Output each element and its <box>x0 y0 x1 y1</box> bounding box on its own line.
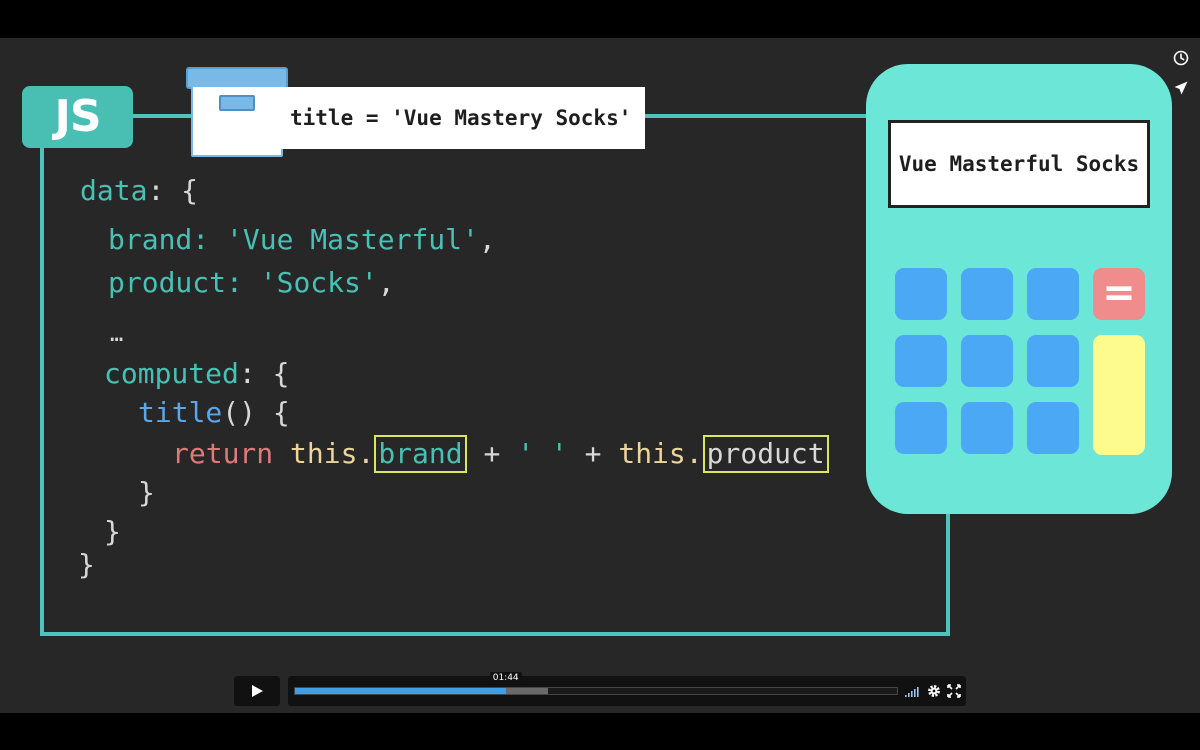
video-stage[interactable]: JS title = 'Vue Mastery Socks' data: { b… <box>0 38 1200 713</box>
watch-later-button[interactable] <box>1169 46 1193 70</box>
code-token: 'Vue Masterful' <box>226 223 479 256</box>
calculator-tall-key <box>1093 335 1145 455</box>
box-body <box>191 85 283 157</box>
calculator-key <box>1027 335 1079 387</box>
code-token: + <box>466 437 518 470</box>
play-button[interactable] <box>234 676 280 706</box>
calculator-key <box>1027 268 1079 320</box>
calculator-key <box>961 402 1013 454</box>
storage-box-icon <box>186 67 288 159</box>
js-badge: JS <box>22 86 133 148</box>
code-line-ellipsis: … <box>110 322 124 347</box>
code-token: , <box>377 266 395 299</box>
calculator-key <box>961 335 1013 387</box>
progress-played <box>295 688 506 694</box>
data-value-label: title = 'Vue Mastery Socks' <box>279 87 645 149</box>
code-token: computed <box>104 357 239 390</box>
code-token: brand <box>108 223 193 256</box>
code-line-computed: computed: { <box>104 357 289 391</box>
equals-key: = <box>1093 268 1145 320</box>
video-player-controls: 01:44 <box>234 672 966 706</box>
code-line-brand: brand: 'Vue Masterful', <box>108 223 496 257</box>
code-token: : { <box>238 357 290 390</box>
code-line-close-computed: } <box>104 515 121 548</box>
code-line-product: product: 'Socks', <box>108 266 395 300</box>
calculator-key <box>895 335 947 387</box>
code-line-close-fn: } <box>138 476 155 509</box>
progress-bar[interactable]: 01:44 <box>294 672 898 695</box>
settings-gear-icon[interactable] <box>926 683 942 699</box>
product-highlight-box: product <box>702 435 829 473</box>
code-token: , <box>478 223 496 256</box>
code-line-title-fn: title() { <box>138 396 290 430</box>
code-line-data: data: { <box>80 174 198 208</box>
code-token: this. <box>290 437 375 470</box>
code-token: this. <box>618 437 703 470</box>
code-token: 'Socks' <box>259 266 378 299</box>
box-handle <box>219 95 255 111</box>
calculator-key <box>961 268 1013 320</box>
code-token: return <box>172 437 274 470</box>
play-icon <box>252 685 263 697</box>
share-button[interactable] <box>1169 76 1193 100</box>
code-token: + <box>567 437 619 470</box>
code-token: data <box>80 174 148 207</box>
code-token: : { <box>147 174 199 207</box>
clock-icon <box>1173 50 1189 66</box>
code-token: title <box>138 396 223 429</box>
code-line-return: return this.brand + ' ' + this.product <box>172 435 829 473</box>
calculator-key <box>895 402 947 454</box>
code-token: ' ' <box>517 437 568 470</box>
code-line-close-data: } <box>78 548 95 581</box>
code-token: product <box>108 266 227 299</box>
calculator-key <box>1027 402 1079 454</box>
calculator-display: Vue Masterful Socks <box>888 120 1150 208</box>
code-token: : <box>192 223 227 256</box>
time-tooltip: 01:44 <box>489 672 522 684</box>
code-token: : <box>226 266 260 299</box>
code-token: () { <box>222 396 290 429</box>
brand-highlight-box: brand <box>374 435 467 473</box>
calculator: Vue Masterful Socks = <box>866 64 1172 514</box>
progress-bar-container: 01:44 <box>288 672 966 706</box>
fullscreen-icon[interactable] <box>946 683 962 699</box>
calculator-key <box>895 268 947 320</box>
send-icon <box>1174 81 1188 95</box>
volume-icon[interactable] <box>904 683 920 699</box>
